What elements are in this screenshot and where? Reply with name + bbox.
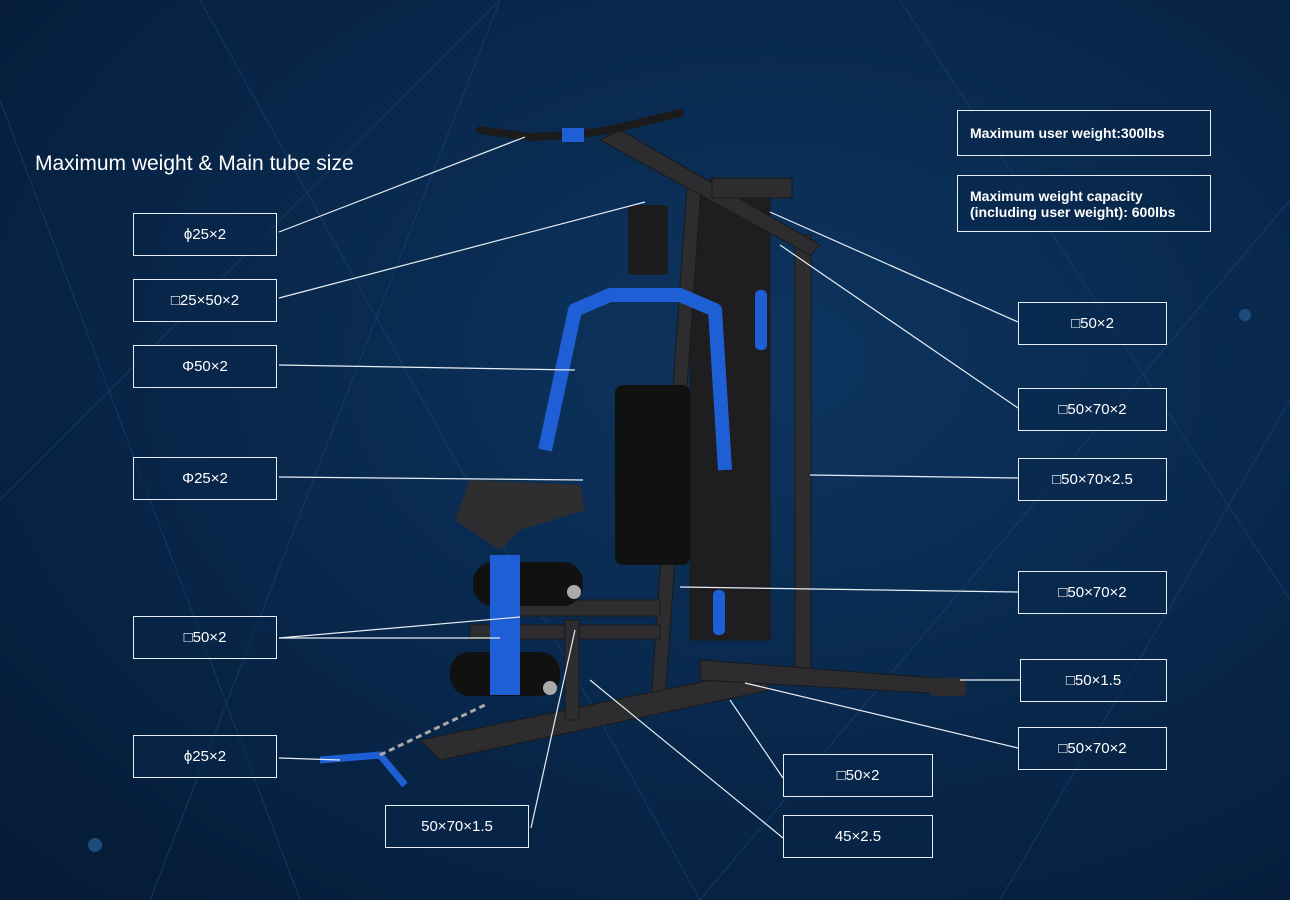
tube-label: 45×2.5: [783, 815, 933, 858]
capacity-line-2: (including user weight): 600lbs: [970, 203, 1176, 220]
max-user-weight-box: Maximum user weight:300lbs: [957, 110, 1211, 156]
tube-label: □50×2: [1018, 302, 1167, 345]
tube-label: □50×2: [783, 754, 933, 797]
capacity-line-1: Maximum weight capacity: [970, 187, 1143, 204]
tube-label: ϕ25×2: [133, 735, 277, 778]
tube-label: Φ50×2: [133, 345, 277, 388]
tube-label: □50×70×2: [1018, 727, 1167, 770]
tube-label: □25×50×2: [133, 279, 277, 322]
tube-label: □50×2: [133, 616, 277, 659]
max-user-weight: Maximum user weight:300lbs: [970, 125, 1165, 141]
tube-label: □50×70×2: [1018, 571, 1167, 614]
page-title: Maximum weight & Main tube size: [35, 152, 354, 175]
tube-label: □50×1.5: [1020, 659, 1167, 702]
tube-label: ϕ25×2: [133, 213, 277, 256]
tube-label: □50×70×2.5: [1018, 458, 1167, 501]
max-capacity-box: Maximum weight capacity(including user w…: [957, 175, 1211, 232]
tube-label: Φ25×2: [133, 457, 277, 500]
tube-label: □50×70×2: [1018, 388, 1167, 431]
tube-label: 50×70×1.5: [385, 805, 529, 848]
